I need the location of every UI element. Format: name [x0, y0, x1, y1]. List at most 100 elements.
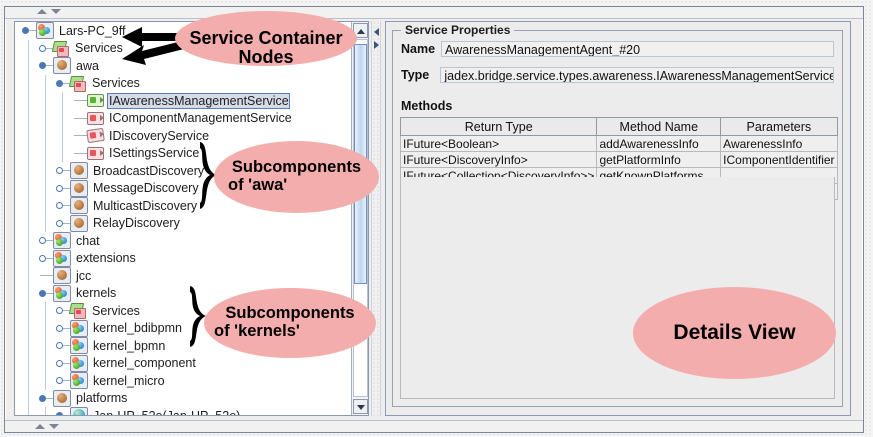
tree-node[interactable]: platforms [15, 389, 351, 407]
tree-node-label[interactable]: kernel_bpmn [93, 338, 166, 353]
tree-node-label[interactable]: chat [76, 233, 100, 248]
tree-node-label[interactable]: IComponentManagementService [109, 111, 292, 126]
tree-node-label[interactable]: awa [76, 58, 99, 73]
tree-node[interactable]: MessageDiscovery [15, 179, 351, 197]
expand-down-icon-bottom[interactable] [49, 424, 59, 429]
scroll-up-button[interactable] [353, 23, 368, 38]
tree-expand-handle[interactable] [38, 40, 53, 57]
tree-node[interactable]: Jan-HP_52e(Jan-HP_52e) [15, 407, 351, 415]
tree-node[interactable]: BroadcastDiscovery [15, 162, 351, 180]
tree-node[interactable]: extensions [15, 249, 351, 267]
tree-vertical-scrollbar[interactable] [351, 22, 368, 415]
tree-node[interactable]: IComponentManagementService [15, 109, 351, 127]
tree-node-label[interactable]: Jan-HP_52e(Jan-HP_52e) [92, 409, 240, 415]
tree-node[interactable]: MulticastDiscovery [15, 197, 351, 215]
tree-connector-line [28, 267, 29, 285]
tree-connector-line [28, 284, 29, 302]
tree-collapse-handle[interactable] [21, 22, 36, 39]
tree-node-label[interactable]: Lars-PC_9ff [59, 23, 126, 38]
tree-node-label[interactable]: kernel_micro [93, 373, 165, 388]
tree-expand-handle[interactable] [55, 320, 70, 337]
frame-bottom-toggle-icons[interactable] [35, 424, 59, 429]
tree-node[interactable]: kernel_component [15, 354, 351, 372]
divider-collapse-left-icon[interactable] [374, 28, 379, 36]
tree-node[interactable]: IAwarenessManagementService [15, 92, 351, 110]
scroll-up-arrow-icon [357, 29, 365, 34]
tree-node-label[interactable]: jcc [76, 268, 92, 283]
expand-down-icon[interactable] [51, 9, 61, 14]
tree-node[interactable]: Services [15, 39, 351, 57]
scroll-down-button[interactable] [353, 399, 368, 414]
collapse-up-icon-bottom[interactable] [35, 424, 45, 429]
tree-expand-handle[interactable] [38, 250, 53, 267]
scrollbar-track[interactable] [353, 39, 368, 397]
tree-expand-handle[interactable] [55, 372, 70, 389]
tree-node[interactable]: ISettingsService [15, 144, 351, 162]
tree-collapse-handle[interactable] [38, 390, 53, 407]
platform-balls-icon [70, 354, 88, 372]
tree-node[interactable]: kernel_micro [15, 372, 351, 390]
tree-node-label[interactable]: MessageDiscovery [93, 181, 199, 196]
frame-top-strip [5, 7, 863, 19]
tree-expand-handle[interactable] [38, 232, 53, 249]
tree-node[interactable]: chat [15, 232, 351, 250]
tree-collapse-handle[interactable] [55, 407, 70, 415]
tree-collapse-handle[interactable] [55, 75, 70, 92]
methods-table-cell[interactable]: IFuture<DiscoveryInfo> [399, 151, 598, 168]
methods-table-header-cell[interactable]: Parameters [720, 117, 838, 136]
tree-node-label[interactable]: IAwarenessManagementService [107, 92, 290, 109]
methods-table-header-cell[interactable]: Return Type [399, 117, 598, 136]
tree-expand-handle[interactable] [55, 162, 70, 179]
tree-node-label[interactable]: RelayDiscovery [93, 216, 180, 231]
tree-expand-handle[interactable] [55, 337, 70, 354]
tree-connector-line [45, 162, 46, 180]
collapse-up-icon[interactable] [37, 9, 47, 14]
methods-table-cell[interactable]: AwarenessInfo [720, 135, 838, 152]
tree-node[interactable]: awa [15, 57, 351, 75]
frame-top-toggle-icons[interactable] [37, 9, 61, 14]
tree-node[interactable]: kernel_bpmn [15, 337, 351, 355]
methods-table-cell[interactable]: getPlatformInfo [596, 151, 722, 168]
tree-node-label[interactable]: MulticastDiscovery [93, 198, 198, 213]
tree-node-label[interactable]: extensions [76, 251, 136, 266]
name-value[interactable]: AwarenessManagementAgent_#20 [441, 41, 834, 57]
tree-node[interactable]: Services [15, 302, 351, 320]
methods-table-cell[interactable]: IComponentIdentifier [720, 151, 838, 168]
tree-node-label[interactable]: BroadcastDiscovery [93, 163, 205, 178]
tree-node-label[interactable]: Services [92, 76, 140, 91]
type-value[interactable]: jadex.bridge.service.types.awareness.IAw… [440, 67, 834, 83]
methods-table-cell[interactable]: addAwarenessInfo [596, 135, 722, 152]
scrollbar-thumb[interactable] [354, 44, 367, 284]
tree-node[interactable]: RelayDiscovery [15, 214, 351, 232]
tree-expand-handle[interactable] [55, 197, 70, 214]
tree-expand-handle[interactable] [55, 355, 70, 372]
tree-expand-handle[interactable] [55, 215, 70, 232]
tree-node-label[interactable]: platforms [76, 391, 128, 406]
divider-collapse-right-icon[interactable] [374, 41, 379, 49]
methods-table-cell[interactable]: IFuture<Boolean> [399, 135, 598, 152]
tree-node-label[interactable]: ISettingsService [109, 146, 200, 161]
tree-expand-handle[interactable] [55, 180, 70, 197]
split-pane-divider[interactable] [371, 21, 381, 416]
tree-node-label[interactable]: Services [92, 303, 140, 318]
tree-node[interactable]: Lars-PC_9ff [15, 22, 351, 40]
tree-collapse-handle[interactable] [38, 285, 53, 302]
tree-node-label[interactable]: IDiscoveryService [109, 128, 210, 143]
tree-expand-handle[interactable] [55, 302, 70, 319]
tree-node-label[interactable]: kernel_bdibpmn [93, 321, 182, 336]
tree-node[interactable]: IDiscoveryService [15, 127, 351, 145]
tree-node[interactable]: kernel_bdibpmn [15, 319, 351, 337]
tree-node-label[interactable]: kernel_component [93, 356, 196, 371]
tree-node[interactable]: jcc [15, 267, 351, 285]
tree-node[interactable]: kernels [15, 284, 351, 302]
tree-node[interactable]: Services [15, 74, 351, 92]
tree-node-label[interactable]: kernels [76, 286, 117, 301]
methods-table-header-cell[interactable]: Method Name [596, 117, 722, 136]
tree-collapse-handle[interactable] [38, 57, 53, 74]
tree-node-label[interactable]: Services [75, 41, 123, 56]
